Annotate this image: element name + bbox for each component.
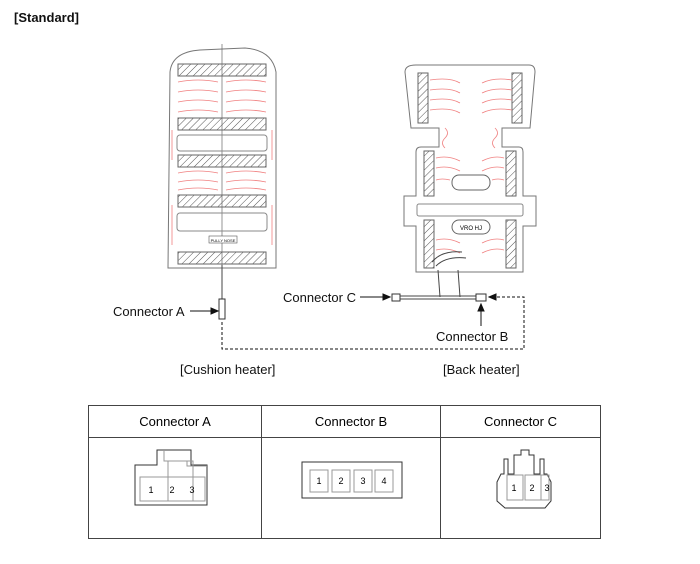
pin-b1: 1	[316, 476, 321, 486]
pin-c2: 2	[529, 483, 534, 493]
pin-b3: 3	[360, 476, 365, 486]
connector-a-pinout: 1 2 3	[88, 437, 262, 539]
connector-c-label: Connector C	[283, 290, 356, 305]
connector-b-part	[475, 293, 487, 302]
connector-b-pinout: 1 2 3 4	[261, 437, 441, 539]
arrows	[190, 293, 525, 350]
pin-c1: 1	[511, 483, 516, 493]
seat-diagram: PULLY NOSE VRO HJ	[167, 44, 537, 350]
page-title: [Standard]	[14, 10, 79, 25]
pin-c3: 3	[544, 483, 549, 493]
back-tag: VRO HJ	[460, 226, 482, 232]
pin-b2: 2	[338, 476, 343, 486]
connector-a-label: Connector A	[113, 304, 185, 319]
header-connector-b: Connector B	[261, 405, 441, 438]
connector-b-label: Connector B	[436, 329, 509, 344]
back-heater-seat: VRO HJ	[403, 64, 537, 273]
header-connector-a: Connector A	[88, 405, 262, 438]
back-heater-caption: [Back heater]	[443, 362, 520, 377]
header-connector-c: Connector C	[440, 405, 601, 438]
wire-harness	[218, 265, 487, 320]
cushion-heater-seat: PULLY NOSE	[167, 44, 277, 275]
pin-a3: 3	[189, 485, 194, 495]
connector-a-part	[218, 298, 226, 320]
cushion-tag: PULLY NOSE	[211, 238, 236, 243]
pin-a2: 2	[169, 485, 174, 495]
pin-b4: 4	[381, 476, 386, 486]
connector-c-part	[391, 293, 401, 302]
cushion-heater-caption: [Cushion heater]	[180, 362, 276, 377]
pin-a1: 1	[148, 485, 153, 495]
